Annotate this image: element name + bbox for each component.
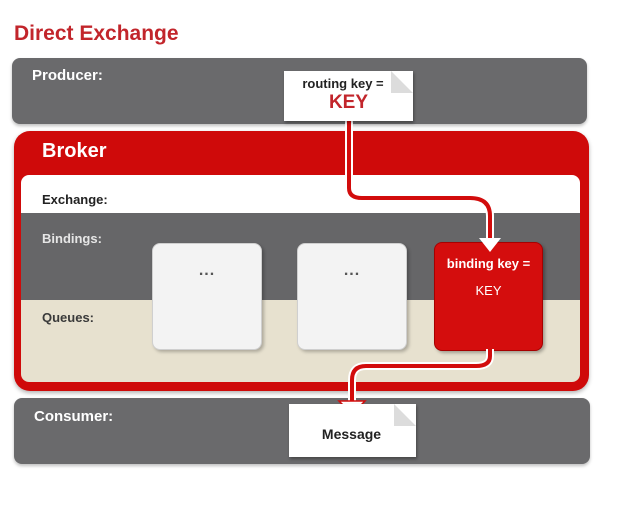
consumer-label: Consumer: [34, 408, 114, 425]
note-fold-icon [394, 404, 416, 426]
routing-key-text: routing key = [302, 76, 384, 91]
routing-key-note: routing key = KEY [284, 71, 413, 121]
binding-key-text: binding key = [446, 256, 531, 271]
queue-2-placeholder: ... [343, 262, 361, 279]
binding-key-value: KEY [475, 283, 502, 298]
bindings-label: Bindings: [42, 231, 102, 246]
message-text: Message [321, 426, 382, 442]
routing-key-value: KEY [328, 92, 369, 113]
queue-1-placeholder: ... [198, 262, 216, 279]
message-note: Message [289, 404, 416, 457]
exchange-label: Exchange: [42, 192, 108, 207]
queues-label: Queues: [42, 310, 95, 325]
queue-card-2: ... [297, 243, 407, 350]
queue-card-1: ... [152, 243, 262, 350]
diagram-title: Direct Exchange [14, 22, 179, 45]
note-fold-icon [391, 71, 413, 93]
arrow-to-binding-icon [479, 238, 501, 252]
broker-label: Broker [42, 140, 107, 162]
producer-label: Producer: [32, 67, 103, 84]
